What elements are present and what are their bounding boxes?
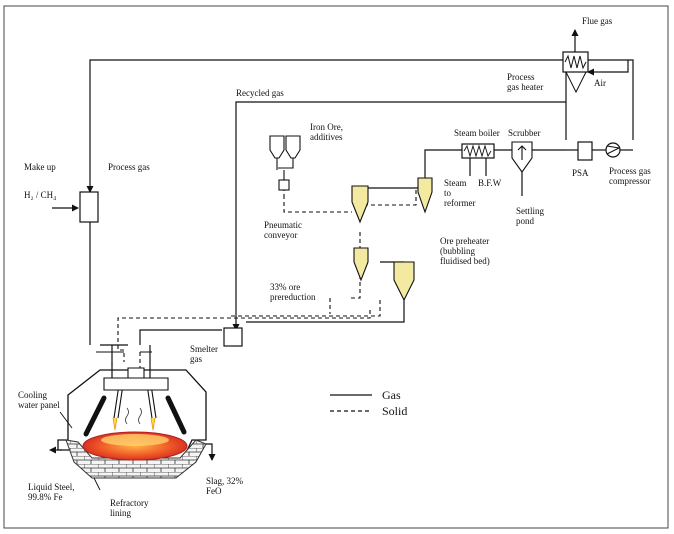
label-cooling-1: Cooling — [18, 390, 48, 400]
label-steam-boiler: Steam boiler — [454, 128, 500, 138]
label-ore-preheater-2: (bubbling — [440, 246, 475, 256]
label-ore-preheater-1: Ore preheater — [440, 236, 489, 246]
iron-ore-hoppers — [269, 135, 301, 191]
legend-solid-label: Solid — [382, 404, 407, 418]
process-gas-mixer — [79, 191, 99, 223]
steam-boiler — [461, 143, 495, 159]
label-heater-2: gas heater — [507, 82, 543, 92]
label-prereduction-2: prereduction — [270, 292, 316, 302]
label-refractory-1: Refractory — [110, 498, 149, 508]
label-smelter-gas-2: gas — [190, 354, 202, 364]
label-bfw: B.F.W — [478, 178, 502, 188]
label-scrubber: Scrubber — [508, 128, 541, 138]
label-settling-2: pond — [516, 216, 535, 226]
label-settling-1: Settling — [516, 206, 545, 216]
label-compressor-1: Process gas — [609, 166, 651, 176]
label-pneumatic-1: Pneumatic — [264, 220, 302, 230]
label-process-gas: Process gas — [108, 162, 150, 172]
cyclone-3 — [353, 247, 369, 282]
label-steam-1: Steam — [444, 178, 467, 188]
process-gas-compressor — [605, 142, 621, 158]
label-liquid-steel-2: 99.8% Fe — [28, 492, 63, 502]
label-iron-ore-1: Iron Ore, — [310, 122, 343, 132]
label-flue-gas: Flue gas — [582, 16, 613, 26]
cyclone-4 — [393, 261, 415, 302]
psa-unit — [577, 141, 593, 161]
label-steam-2: to — [444, 188, 452, 198]
label-ore-preheater-3: fluidised bed) — [440, 256, 490, 266]
label-heater-1: Process — [507, 72, 535, 82]
label-smelter-gas-1: Smelter — [190, 344, 218, 354]
legend-gas-label: Gas — [382, 388, 401, 402]
label-cooling-2: water panel — [18, 400, 60, 410]
label-compressor-2: compressor — [609, 176, 651, 186]
labels: Flue gas Air Process gas heater Recycled… — [18, 16, 651, 518]
label-air: Air — [594, 78, 606, 88]
cyclone-2 — [417, 177, 433, 214]
label-make-up: Make up — [24, 162, 56, 172]
cyclones — [351, 177, 433, 302]
label-steam-3: reformer — [444, 198, 475, 208]
label-psa: PSA — [572, 168, 589, 178]
label-pneumatic-2: conveyor — [264, 230, 298, 240]
smelting-furnace — [49, 345, 216, 491]
legend: Gas Solid — [330, 388, 407, 418]
scrubber — [511, 141, 533, 173]
label-refractory-2: lining — [110, 508, 132, 518]
smelter-gas-box — [223, 327, 243, 347]
gas-lines — [52, 29, 634, 346]
label-liquid-steel-1: Liquid Steel, — [28, 482, 75, 492]
solid-lines — [111, 180, 417, 390]
frame-border — [3, 5, 669, 529]
label-slag-2: FeO — [206, 486, 222, 496]
cyclone-1 — [351, 185, 369, 224]
label-h2-ch4: H₂ / CH₄ — [24, 190, 56, 200]
label-iron-ore-2: additives — [310, 132, 343, 142]
label-recycled-gas: Recycled gas — [236, 88, 284, 98]
process-gas-heater — [562, 51, 589, 94]
label-slag-1: Slag, 32% — [206, 476, 244, 486]
label-prereduction-1: 33% ore — [270, 282, 300, 292]
